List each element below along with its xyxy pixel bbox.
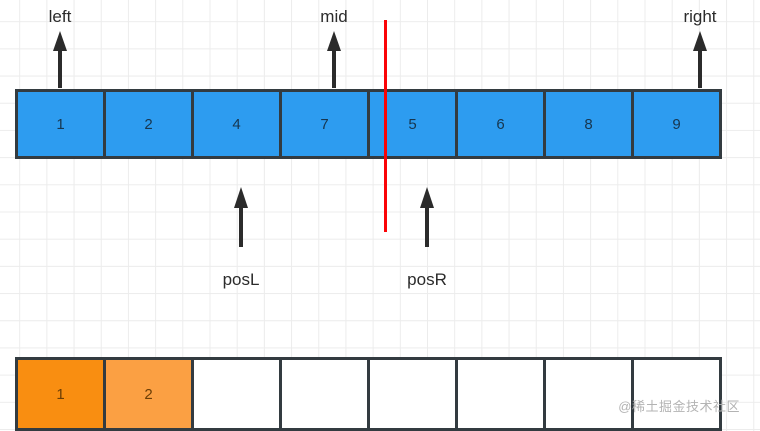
pointer-label-right: right <box>683 7 717 26</box>
mid-split-line <box>384 20 387 232</box>
source-array-row: 1 2 4 7 5 6 8 9 <box>15 89 722 159</box>
array-cell: 9 <box>631 89 722 159</box>
pointer-marker-right: right <box>640 8 760 88</box>
pointer-marker-mid: mid <box>274 8 394 88</box>
array-cell <box>631 357 722 431</box>
array-cell <box>543 357 634 431</box>
merge-buffer-array-row: 1 2 <box>15 357 722 431</box>
arrow-up-icon <box>419 187 435 247</box>
array-cell <box>367 357 458 431</box>
watermark: @稀土掘金技术社区 <box>618 399 740 414</box>
arrow-up-icon <box>52 31 68 88</box>
array-cell: 5 <box>367 89 458 159</box>
arrow-up-icon <box>326 31 342 88</box>
array-cell: 8 <box>543 89 634 159</box>
pointer-label-left: left <box>48 7 72 26</box>
pointer-label-posr: posR <box>407 270 447 289</box>
arrow-up-icon <box>692 31 708 88</box>
array-cell <box>455 357 546 431</box>
array-cell: 7 <box>279 89 370 159</box>
pointer-marker-posr: posR <box>367 187 487 288</box>
pointer-label-posl: posL <box>222 270 260 289</box>
array-cell: 2 <box>103 89 194 159</box>
array-cell <box>279 357 370 431</box>
array-cell: 2 <box>103 357 194 431</box>
pointer-label-mid: mid <box>320 7 348 26</box>
array-cell: 6 <box>455 89 546 159</box>
arrow-up-icon <box>233 187 249 247</box>
array-cell: 4 <box>191 89 282 159</box>
array-cell <box>191 357 282 431</box>
pointer-marker-posl: posL <box>181 187 301 288</box>
array-cell: 1 <box>15 89 106 159</box>
pointer-marker-left: left <box>0 8 120 88</box>
array-cell: 1 <box>15 357 106 431</box>
